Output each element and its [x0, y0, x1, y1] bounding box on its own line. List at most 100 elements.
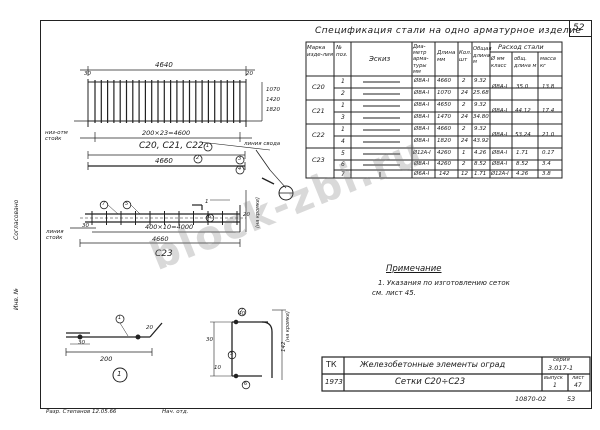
spec-cell: 4650 — [437, 102, 451, 108]
c23-section-mark: 1 — [205, 199, 209, 205]
footer-left: Разр. Степанов 12.05.66 — [46, 409, 117, 415]
stamp-sheet: 47 — [574, 382, 582, 389]
c23-label-left: линия стойк — [46, 229, 64, 241]
spec-cell: 24 — [461, 138, 468, 144]
spec-cell: 21.0 — [542, 132, 555, 138]
stamp-sheet-label: лист — [572, 375, 585, 381]
sheet-frame — [40, 20, 592, 409]
spec-cell: 9.32 — [474, 78, 487, 84]
spec-cell: 1 — [462, 150, 466, 156]
detail2-dim-142: 142 — [281, 341, 287, 353]
note-title: Примечание — [386, 264, 442, 274]
pos-label: 1 — [206, 143, 210, 149]
spec-cell: 6 — [341, 161, 345, 168]
detail2-dim-10: 10 — [214, 365, 221, 371]
spec-cell: 1470 — [437, 114, 451, 120]
spec-cell: 1070 — [437, 90, 451, 96]
spec-header-consumption: Расход стали — [498, 43, 544, 51]
spec-header-total-len-m: общ. длина м — [514, 56, 537, 69]
spec-cell: 4.26 — [516, 171, 529, 177]
detail2-label: 5 — [230, 351, 234, 357]
spec-cell: 43.92 — [473, 138, 489, 144]
spec-cell: Ø8A-I — [492, 132, 508, 138]
spec-cell: 4260 — [437, 150, 451, 156]
dim-20-top-right: 20 — [246, 71, 253, 77]
spec-cell: 35.0 — [516, 84, 529, 90]
stamp-issue-label: выпуск — [544, 375, 563, 381]
c23-dim-30: 30 — [82, 223, 89, 229]
stamp-series: 3.017-1 — [548, 364, 574, 372]
detail2-vert-note: (на кромке) — [285, 311, 291, 342]
spec-cell: 7 — [341, 171, 345, 178]
spec-cell: Ø8A-I — [414, 102, 430, 108]
spec-cell: 4660 — [437, 126, 451, 132]
c23-pos-label: 7 — [102, 201, 106, 207]
stamp-subject: Сетки С20÷С23 — [395, 377, 466, 387]
c23-dim-20: 20 — [243, 212, 250, 218]
stamp-series-label: серия — [553, 357, 570, 363]
spec-mark-c22: С22 — [312, 131, 325, 139]
spec-header-dia-class: Ø мм класс — [491, 56, 507, 69]
c23-pos-label: 5 — [125, 201, 129, 207]
spec-cell: 25.68 — [473, 90, 489, 96]
spec-cell: Ø8A-I — [414, 126, 430, 132]
footer-mid: Нач. отд. — [162, 409, 189, 415]
spec-header-mark: Марка изде-лия — [307, 45, 334, 58]
spec-cell: 1 — [341, 102, 345, 109]
mesh-caption-c23: С23 — [155, 249, 173, 259]
mesh-caption-c20-c22: С20, С21, С22 — [139, 141, 204, 151]
detail2-label: 7 — [240, 308, 244, 314]
spec-cell: 1 — [341, 78, 345, 85]
spec-cell: 12 — [461, 171, 468, 177]
spec-cell: 34.80 — [473, 114, 489, 120]
spec-cell: Ø8A-I — [414, 138, 430, 144]
dim-right-1420: 1420 — [266, 97, 280, 103]
spec-cell: 3 — [341, 114, 345, 121]
spec-cell: 2 — [341, 90, 345, 97]
stamp-issue: 1 — [553, 382, 557, 389]
spec-cell: 3.4 — [542, 161, 551, 167]
c23-dim-bottom: 4660 — [152, 235, 169, 243]
detail1-section-label: 1 — [117, 370, 122, 378]
spec-header-mass: масса кг — [540, 56, 556, 69]
label-right-arch: линия свода — [244, 141, 281, 147]
detail2-dim-30: 30 — [206, 337, 213, 343]
pos-label: 4 — [238, 166, 242, 172]
spec-cell: 5 — [341, 150, 345, 157]
dim-30-top-left: 30 — [84, 71, 91, 77]
side-label-2: Инв. № — [13, 287, 20, 310]
spec-cell: Ø12A-I — [413, 150, 431, 156]
c23-pos-label: 6 — [208, 214, 212, 220]
spec-cell: 2 — [462, 161, 466, 167]
spec-cell: 3.8 — [542, 171, 551, 177]
spec-cell: 24 — [461, 114, 468, 120]
c23-dim-inner: 400×10=4000 — [145, 223, 194, 231]
spec-cell: Ø8A-I — [492, 161, 508, 167]
sheet-number: 52 — [573, 23, 585, 33]
spec-header-count: Кол. шт — [459, 50, 472, 64]
dim-right-1820: 1820 — [266, 107, 280, 113]
spec-cell: 8.52 — [474, 161, 487, 167]
spec-title: Спецификация стали на одно арматурное из… — [315, 26, 582, 36]
side-label-1: Согласовано — [13, 199, 20, 240]
spec-mark-c23: С23 — [312, 156, 325, 164]
detail2-dim-40: 40 — [238, 311, 245, 317]
spec-header-total-length: Общая длина м — [473, 46, 492, 65]
spec-cell: Ø8A-I — [414, 114, 430, 120]
dim-bottom: 4660 — [155, 157, 173, 165]
spec-cell: 2 — [462, 126, 466, 132]
spec-cell: 2 — [462, 78, 466, 84]
spec-cell: 8.52 — [516, 161, 529, 167]
stamp-tk: ТК — [326, 360, 337, 369]
spec-cell: 1.71 — [474, 171, 487, 177]
spec-cell: 4 — [341, 138, 345, 145]
spec-cell: 4660 — [437, 78, 451, 84]
spec-cell: 4.26 — [474, 150, 487, 156]
spec-header-length: Длина мм — [437, 50, 456, 64]
spec-mark-c20: С20 — [312, 83, 325, 91]
stamp-title: Железобетонные элементы оград — [360, 360, 506, 369]
detail1-dim-30: 30 — [78, 340, 85, 346]
footer-code: 10870-02 — [515, 395, 547, 403]
spec-cell: 24 — [461, 90, 468, 96]
